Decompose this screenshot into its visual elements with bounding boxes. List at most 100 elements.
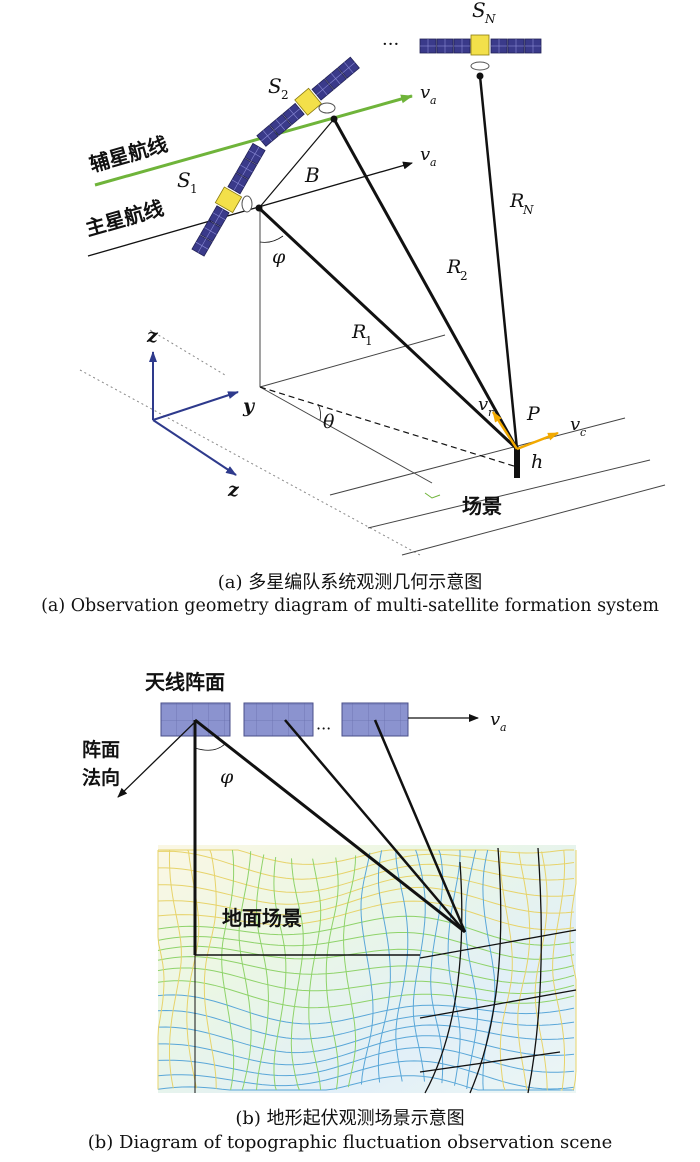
antenna-panel-3 [341,702,409,737]
r2-sub: 2 [460,269,468,283]
height-post [514,449,520,478]
caption-a-en: (a) Observation geometry diagram of mult… [41,596,659,616]
array-velocity-sub: a [500,721,507,734]
ground-guides [79,210,666,556]
aux-track-velocity-sub: a [430,94,437,107]
caption-a-cn: (a) 多星编队系统观测几何示意图 [217,572,483,593]
terrain-column-line [360,852,374,1085]
satn-sub: N [484,12,496,26]
terrain-column-line [238,851,252,1091]
terrain-column-line [377,850,391,1083]
aux-track-velocity-label: v [420,82,430,103]
rn-sub: N [522,203,534,217]
array-velocity-label: v [490,709,500,730]
point-p-label: P [526,403,541,425]
satellite-s1-antenna-icon [241,195,253,213]
antenna-panel-2 [243,702,314,737]
satellite-s1-icon [191,143,266,257]
coordinate-axes [149,351,239,476]
ground-range-line [259,386,518,468]
velocity-vr-arrow [491,411,519,450]
rn-label: R [509,190,524,212]
axis-z-front-label: z [227,479,240,501]
terrain-column-line [552,850,566,1091]
observation-lines [193,718,467,956]
main-track-velocity-label: v [420,144,430,165]
theta-label: θ [323,411,335,433]
sat2-sub: 2 [281,88,289,102]
terrain-row-line [157,850,575,880]
satellite-sn-icon [419,34,542,56]
array-normal-label-1: 阵面 [82,738,120,761]
r1-label: R [351,321,366,343]
terrain-row-line [158,1035,575,1066]
caption-b-cn: (b) 地形起伏观测场景示意图 [235,1108,465,1129]
terrain-row-line [157,967,575,994]
terrain-row-line [157,915,575,946]
terrain-column-line [308,858,322,1091]
terrain-column-line [203,849,217,1089]
terrain-column-line [221,849,235,1091]
terrain-column-line [464,849,479,1090]
terrain-row-line [157,874,575,905]
satellite-s2-icon [256,56,360,147]
phi-arc [259,235,284,243]
terrain-surface [157,845,577,1093]
axis-y-label: y [242,395,256,417]
satn-label: S [472,0,486,22]
satellite-s2-antenna-icon [318,102,336,114]
velocity-vc-arrow [516,431,559,451]
vr-label: v [478,394,488,415]
sat2-label: S [268,74,282,98]
terrain-row-line [158,863,575,893]
phi-label-b: φ [220,766,234,788]
terrain-column-line [499,851,513,1091]
phi-label: φ [272,246,286,268]
terrain-column-line [343,855,357,1088]
phi-arc-b [194,743,226,751]
array-normal-label-2: 法向 [82,766,120,789]
terrain-column-line [534,851,548,1091]
array-normal-arrow [117,721,196,798]
terrain-column-line [325,857,339,1090]
theta-arc [317,403,322,421]
main-track-velocity-sub: a [430,156,437,169]
vr-sub: r [488,406,494,419]
satellite-ellipsis: ··· [382,34,399,55]
terrain-column-line [273,856,287,1091]
height-h-label: h [531,451,543,473]
slant-range-lines [257,75,519,451]
terrain-row-line [157,886,575,916]
terrain-column-line [157,850,165,1090]
figure-b: ··· v a 阵面 法向 天线阵面 φ 地面场景 [82,670,577,1094]
panel-ellipsis: ··· [316,719,331,738]
terrain-column-line [290,858,304,1091]
terrain-column-line [569,850,577,1091]
terrain-column-line [447,849,461,1086]
terrain-row-line [157,956,575,984]
aux-track-line [94,94,413,187]
sat1-sub: 1 [190,182,198,196]
satellite-sn-antenna-icon [470,61,490,71]
vc-label: v [570,414,580,435]
antenna-array-label: 天线阵面 [145,670,225,694]
figure-a: z y z 主星航线 v a 辅星航线 v a S 1 [79,0,666,556]
ground-scene-label: 地面场景 [222,906,302,930]
terrain-row-line [157,932,575,960]
main-track-label: 主星航线 [83,196,167,241]
terrain-column-line [255,854,269,1091]
vc-sub: c [580,426,586,439]
terrain-row-line [157,1060,575,1090]
terrain-row-line [157,1009,575,1040]
caption-b-en: (b) Diagram of topographic fluctuation o… [87,1132,613,1153]
sat1-label: S [177,168,191,192]
terrain-column-line [168,849,182,1089]
r2-label: R [446,256,461,278]
aux-track-label: 辅星航线 [87,132,171,177]
baseline-label: B [304,163,320,187]
r1-sub: 1 [365,334,373,348]
scene-label: 场景 [462,494,502,518]
terrain-column-line [517,851,531,1091]
range-arcs [194,847,577,1094]
